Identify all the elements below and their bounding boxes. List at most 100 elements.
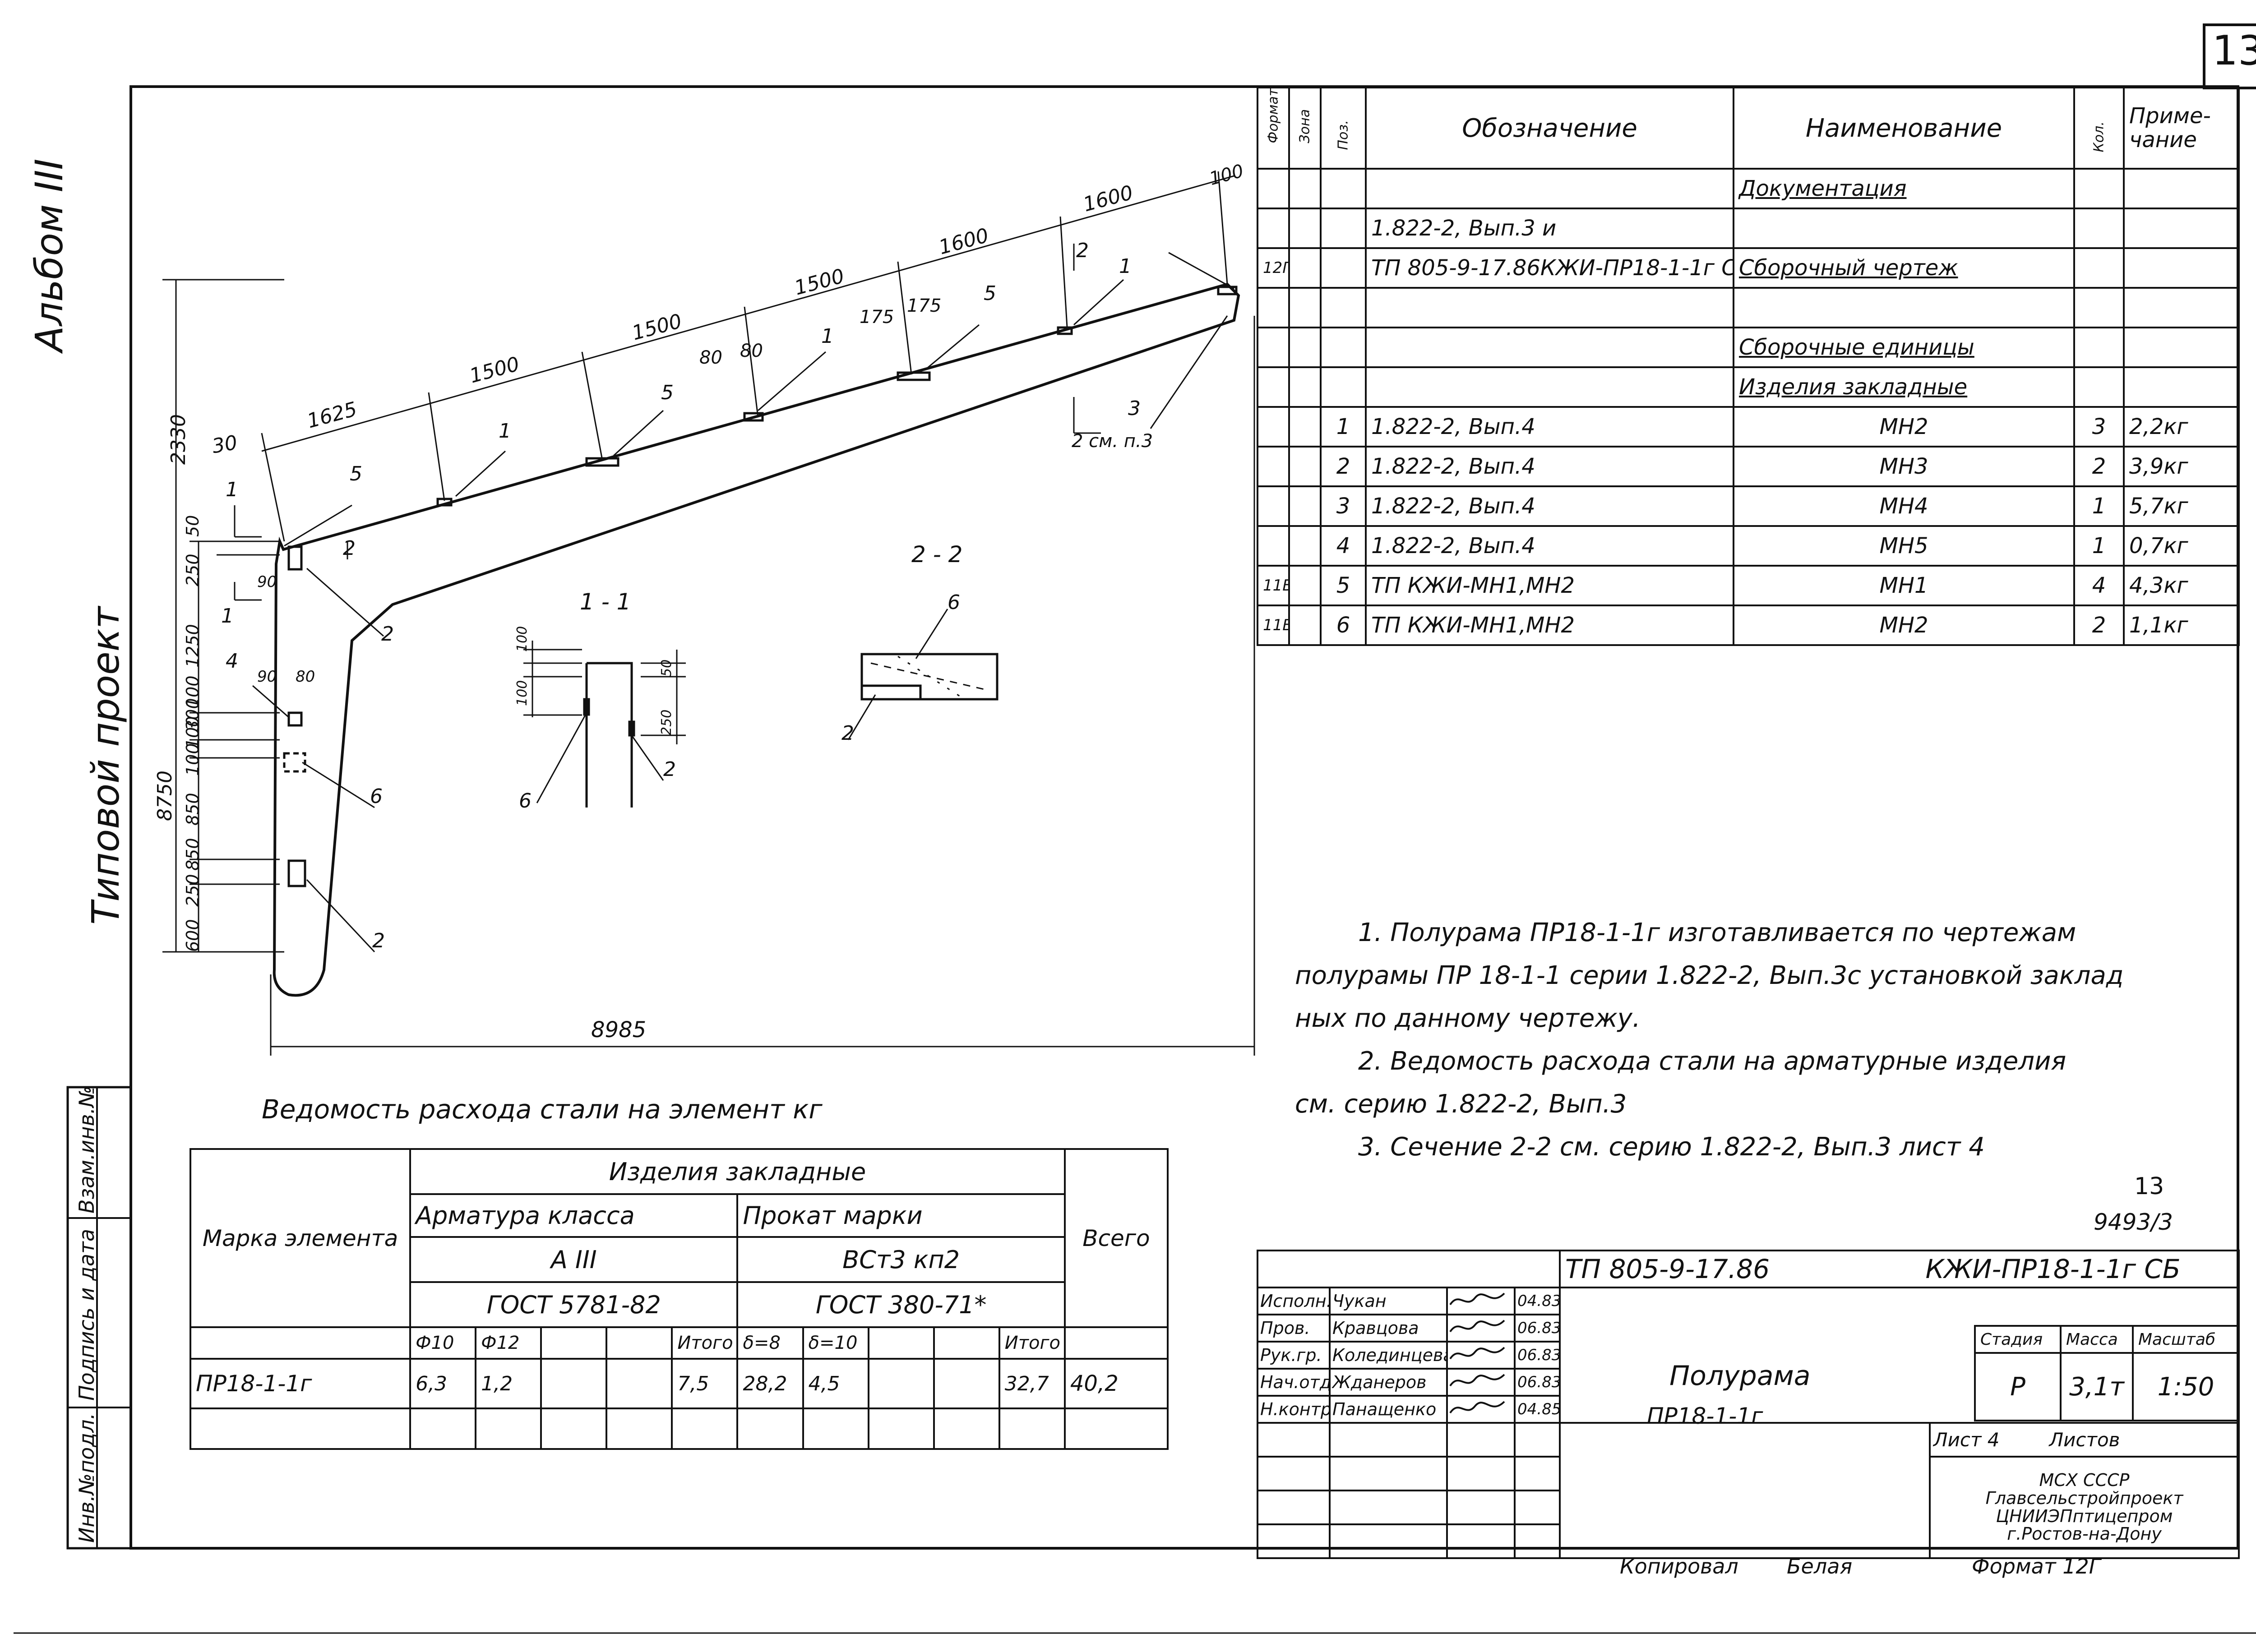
section-note: 2 см. п.3 [1072, 431, 1153, 452]
spec-cell-note: 0,7кг [2123, 525, 2240, 567]
signature-mark [1446, 1395, 1516, 1424]
signature-date: 06.83 [1514, 1341, 1561, 1370]
callout-pos-4: 4 [226, 650, 238, 673]
steel-value-cell [867, 1358, 935, 1409]
steel-subheader-cell [540, 1326, 608, 1360]
org-line-1: МСХ СССР [2039, 1470, 2130, 1490]
note-1-line-1: 1. Полурама ПР18-1-1г изготавливается по… [1358, 918, 2076, 947]
spec-cell-pos: 5 [1320, 565, 1367, 606]
sheets-label: Листов [2049, 1429, 2120, 1451]
footer-format: Формат 12Г [1972, 1554, 2101, 1578]
section-1-title: 1 - 1 [580, 589, 631, 615]
scale-value: 1:50 [2132, 1352, 2240, 1421]
dim-8750: 8750 [153, 771, 176, 821]
steel-rolled-header: Прокат марки [736, 1193, 1066, 1238]
spec-header-zone: Зона [1297, 109, 1313, 143]
spec-cell-format [1257, 525, 1290, 567]
steel-row-mark: ПР18-1-1г [189, 1358, 411, 1409]
spec-cell-note: 3,9кг [2123, 446, 2240, 487]
signature-role: Н.контр. [1257, 1395, 1331, 1424]
steel-subheader-cell: δ=8 [736, 1326, 804, 1360]
spec-cell-note [2123, 287, 2240, 328]
item-name: Полурама [1669, 1360, 1811, 1392]
spec-cell-name: МН2 [1733, 605, 2075, 646]
callout-pos-2-b: 2 [372, 929, 385, 952]
section-2-title: 2 - 2 [911, 541, 963, 568]
dim-80-c: 80 [296, 668, 315, 686]
spec-cell-note [2123, 366, 2240, 408]
mass-label: Масса [2060, 1325, 2134, 1354]
spec-cell-note: 2,2кг [2123, 406, 2240, 448]
spec-cell-zone [1288, 168, 1322, 209]
spec-cell-qty: 4 [2073, 565, 2125, 606]
spec-cell-zone [1288, 525, 1322, 567]
signature-mark [1446, 1314, 1516, 1343]
signature-name: Панащенко [1329, 1395, 1448, 1424]
spec-header-format: Формат [1265, 88, 1281, 143]
spec-header-qty: Кол. [2091, 121, 2107, 152]
spec-cell-designation [1365, 327, 1734, 368]
spec-cell-pos [1320, 287, 1367, 328]
spec-cell-format: 11В [1257, 605, 1290, 646]
scale-label: Масштаб [2132, 1325, 2240, 1354]
org-line-2: Главсельстройпроект [1985, 1488, 2183, 1508]
spec-cell-note [2123, 247, 2240, 289]
signature-date: 04.85 [1514, 1395, 1561, 1424]
spec-table: Формат Зона Поз. Обозначение Наименовани… [1257, 87, 2240, 646]
spec-cell-name: МН1 [1733, 565, 2075, 606]
dim-50: 50 [183, 515, 203, 537]
spec-cell-pos [1320, 247, 1367, 289]
spec-cell-note [2123, 168, 2240, 209]
spec-row: Документация [1257, 168, 2240, 209]
steel-subheader-cell [606, 1326, 673, 1360]
stamp-inv-number: Инв.№подл. [74, 1412, 99, 1543]
dim-175-b: 175 [907, 295, 942, 316]
spec-cell-zone [1288, 565, 1322, 606]
note-2-line-2: см. серию 1.822-2, Вып.3 [1295, 1089, 1627, 1119]
section-1-dim-d: 250 [659, 709, 675, 735]
dim-80-a: 80 [699, 347, 722, 368]
stamp-replaced-inv: Взам.инв.№ [74, 1085, 99, 1214]
spec-cell-zone [1288, 485, 1322, 527]
stamp-signature-date: Подпись и дата [74, 1228, 99, 1401]
section-mark-1-top: 1 [226, 478, 238, 501]
dim-80-b: 80 [740, 341, 763, 361]
section-1-dim-a: 100 [514, 626, 530, 652]
signature-date: 04.83 [1514, 1287, 1561, 1315]
spec-cell-name: Сборочный чертеж [1733, 247, 2075, 289]
spec-row: Изделия закладные [1257, 366, 2240, 408]
steel-subheader-cell: Ф10 [409, 1326, 477, 1360]
spec-cell-zone [1288, 327, 1322, 368]
spec-cell-name [1733, 208, 2075, 249]
steel-subheader-cell [867, 1326, 935, 1360]
stage-label: Стадия [1974, 1325, 2062, 1354]
doc-code: КЖИ-ПР18-1-1г СБ [1925, 1254, 2181, 1284]
section-1-callout-6: 6 [519, 789, 532, 812]
org-line-4: г.Ростов-на-Дону [2007, 1524, 2162, 1544]
steel-rolled-grade: ВСт3 кп2 [736, 1236, 1066, 1283]
spec-cell-note: 5,7кг [2123, 485, 2240, 527]
spec-header-pos: Поз. [1335, 120, 1351, 150]
dim-175-a: 175 [860, 307, 894, 328]
steel-table: Марка элемента Изделия закладные Всего А… [189, 1148, 1169, 1450]
spec-cell-format [1257, 327, 1290, 368]
spec-row: Сборочные единицы [1257, 327, 2240, 368]
steel-total-header: Всего [1063, 1148, 1169, 1328]
signature-scribble-icon [1449, 1374, 1505, 1387]
signature-date: 06.83 [1514, 1314, 1561, 1343]
callout-pos-1-a: 1 [499, 420, 511, 443]
dim-90-b: 90 [257, 668, 277, 686]
section-mark-2-top: 2 [1076, 239, 1089, 262]
spec-cell-pos: 2 [1320, 446, 1367, 487]
dim-300: 300 [183, 698, 203, 731]
steel-value-cell [540, 1358, 608, 1409]
spec-cell-qty: 1 [2073, 525, 2125, 567]
signature-scribble-icon [1449, 1401, 1505, 1414]
spec-cell-zone [1288, 406, 1322, 448]
spec-cell-note [2123, 208, 2240, 249]
steel-value-cell [606, 1358, 673, 1409]
spec-cell-designation: ТП 805-9-17.86КЖИ-ПР18-1-1г СБ [1365, 247, 1734, 289]
spec-cell-name: Документация [1733, 168, 2075, 209]
